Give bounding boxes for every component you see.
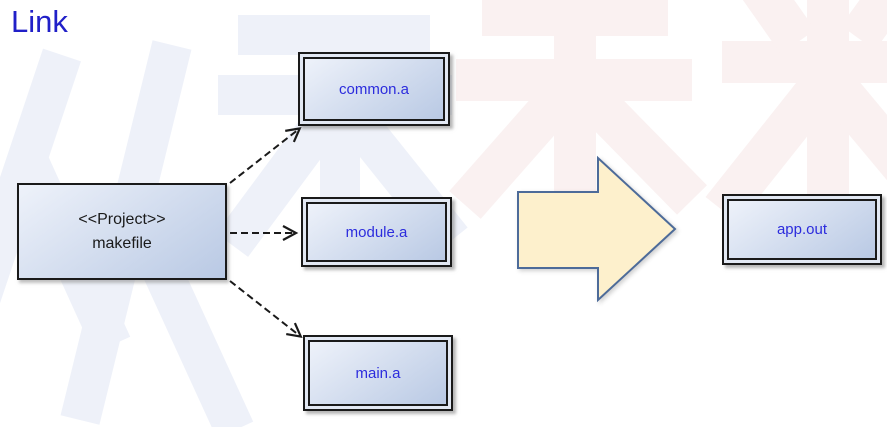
dependency-arrow-main: [229, 280, 303, 339]
project-stereotype-label: <<Project>>: [78, 210, 166, 228]
library-node-module: module.a: [301, 197, 452, 267]
library-node-common-label: common.a: [303, 57, 445, 121]
output-node-appout-label: app.out: [727, 199, 877, 260]
page-title: Link: [11, 4, 68, 39]
project-name-label: makefile: [92, 234, 152, 252]
dependency-arrow-common: [229, 126, 302, 184]
library-node-main-label: main.a: [308, 340, 448, 406]
library-node-module-label: module.a: [306, 202, 447, 262]
project-makefile-node: <<Project>> makefile: [17, 183, 227, 280]
output-node-appout: app.out: [722, 194, 882, 265]
link-flow-arrow: [517, 155, 677, 303]
library-node-main: main.a: [303, 335, 453, 411]
library-node-common: common.a: [298, 52, 450, 126]
